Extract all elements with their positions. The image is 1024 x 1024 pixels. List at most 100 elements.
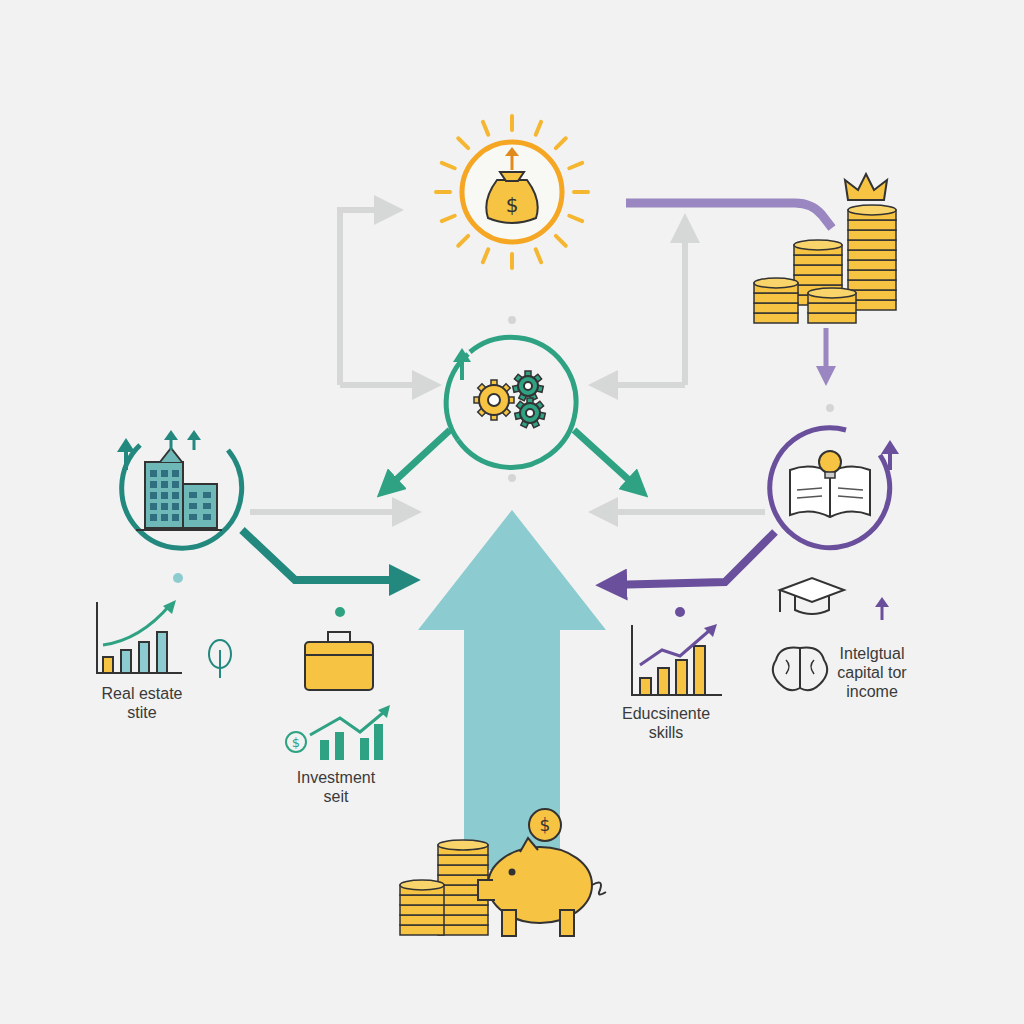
piggy-bank-part [560,910,574,936]
investment-icon-part [320,740,329,760]
intellect-icons-part [786,648,814,688]
money-sun-part-part [569,216,582,221]
purple-connector-part [824,328,829,378]
caption-label: Real estate stite [92,684,192,722]
gear-cycle-part-part [520,403,540,423]
money-sun-part-part [442,216,455,221]
growth-arrow [418,510,606,870]
real-estate-chart-part [219,650,221,678]
coin-stacks-part [794,240,842,250]
education-icon-part [825,472,835,478]
money-sun-part [436,116,588,268]
piggy-bank: $ [478,809,606,936]
coin-stacks-part [400,880,444,890]
coin-stacks [400,840,488,935]
real-estate-chart-part [163,600,176,614]
coin-stacks-part [754,313,798,323]
coin-stacks-part [438,855,488,865]
intellect-icons-part [780,578,844,602]
education-icon-part [790,466,870,517]
real-estate-chart-part [103,657,113,673]
real-estate-icon-part [187,430,201,440]
coin-stacks-part [438,905,488,915]
gray-loop-part [340,210,392,385]
coin-stacks-part [808,313,856,323]
education-icon-part-part [838,488,863,490]
skills-chart-part [640,630,710,665]
gear-cycle-part [474,371,545,428]
gray-loop [250,210,765,512]
gear-cycle-part-part [488,394,500,406]
dots-part [826,404,834,412]
real-estate-icon-part [136,529,222,531]
investment-icon-part [310,712,384,735]
real-estate-icon-part [160,448,182,462]
real-estate-chart-part [157,632,167,673]
money-sun-part [500,172,524,181]
money-sun-part-part [536,122,541,135]
investment-icon-part: $ [292,735,300,750]
real-estate-icon-part-part [203,492,211,498]
piggy-bank-part: $ [540,815,551,835]
real-estate-icon-part-part [150,481,157,488]
education-icon-part [797,488,863,498]
dots-part [675,607,685,617]
investment-icon-part [328,632,350,642]
real-estate-icon-part-part [203,503,211,509]
intellect-icons-part [881,605,884,620]
skills-chart-part [704,624,717,637]
education-icon-part-part [838,496,863,498]
gray-loop-part [600,509,765,515]
real-estate-chart-part [97,602,182,673]
coin-stacks-part [848,270,896,280]
education-icon-part-part [797,488,822,490]
intellect-icons-part [875,597,889,607]
real-estate-icon-part-part [203,514,211,520]
money-sun-part-part [510,254,514,268]
dots-part [508,316,516,324]
skills-chart-part [640,678,651,695]
real-estate-icon-part-part [161,470,168,477]
piggy-bank-part [478,880,495,900]
investment-icon-part [305,642,373,690]
real-estate-chart [97,600,231,678]
coin-stacks-part [438,840,488,850]
coin-stacks-part [848,220,896,230]
gear-cycle-part-part [526,409,534,417]
real-estate-icon-part-part [172,470,179,477]
gear-cycle-part-part [524,382,532,390]
education-icon-part [819,451,841,473]
purple-connector-part [608,532,775,585]
coin-stacks-part [848,205,896,215]
skills-chart [632,624,722,695]
real-estate-icon-part-part [161,503,168,510]
education-icon-part [770,428,890,548]
real-estate-icon-part-part [161,492,168,499]
money-sun-part [486,180,537,223]
money-sun-part-part [569,163,582,168]
money-sun-part-part [483,122,488,135]
gear-cycle-part [446,354,468,440]
gear-cycle-part [574,430,640,490]
skills-chart-part [658,668,669,695]
money-sun-part-part [458,236,468,246]
coin-stacks-part [400,915,444,925]
money-sun-part-part [556,236,566,246]
real-estate-icon-part-part [189,492,197,498]
coin-stacks-part [794,265,842,275]
piggy-bank-part [592,882,606,894]
money-sun-part-part [436,190,450,194]
gray-loop-part [340,382,430,388]
coin-stacks-part [848,240,896,250]
real-estate-icon-part [183,484,217,528]
skills-chart-part [632,625,722,695]
gear-cycle-part-part [518,376,538,396]
skills-chart-part [676,660,687,695]
money-sun-part-part [442,163,455,168]
education-icon-part-part [797,496,822,498]
coin-stacks-part [754,293,798,303]
dots-part [335,607,345,617]
caption-label: Investment seit [286,768,386,806]
coin-stacks-part [400,895,444,905]
coin-stacks-part [794,255,842,265]
